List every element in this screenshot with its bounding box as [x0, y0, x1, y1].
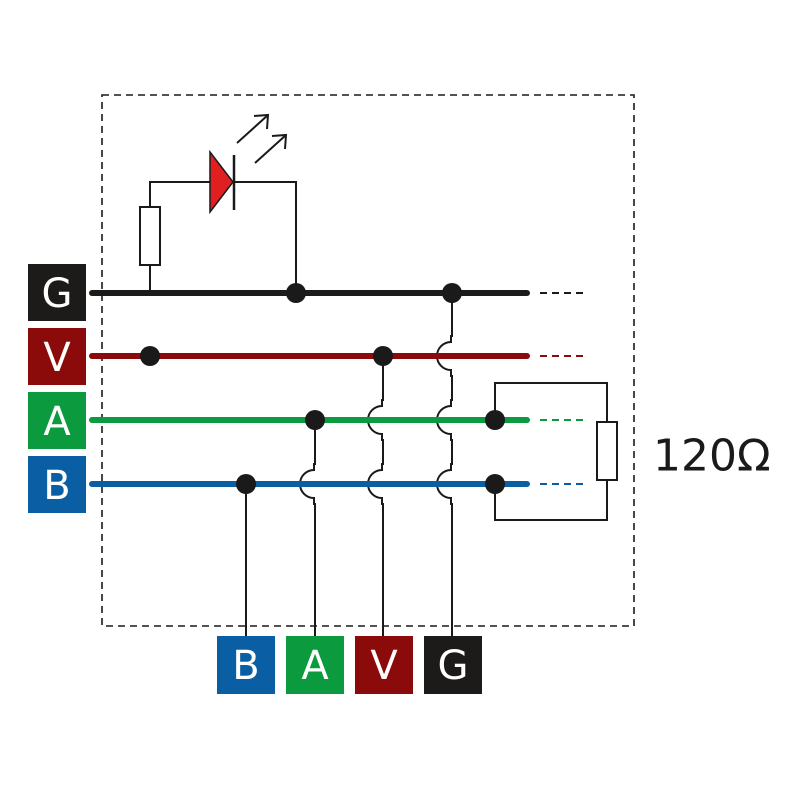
- tap-wire-G: [436, 293, 453, 636]
- terminal-label: G: [438, 643, 469, 689]
- junction-dot: [286, 283, 306, 303]
- left-terminal-B: B: [28, 456, 86, 513]
- tap-wire-A: [299, 420, 316, 636]
- junction-dot: [485, 410, 505, 430]
- terminal-label: B: [43, 463, 70, 509]
- led-circuit: [139, 113, 297, 293]
- terminal-label: V: [370, 643, 398, 689]
- light-emission-arrows-icon: [236, 113, 288, 164]
- left-terminal-V: V: [28, 328, 86, 385]
- tap-wire-V: [367, 356, 384, 636]
- left-terminal-G: G: [28, 264, 86, 321]
- junction-dot: [373, 346, 393, 366]
- light-emitting-diode-icon: [209, 149, 234, 215]
- terminal-label: A: [301, 643, 329, 689]
- junction-dot: [485, 474, 505, 494]
- junction-dot: [442, 283, 462, 303]
- enclosure-boundary: [101, 94, 635, 627]
- termination-resistance-label: 120Ω: [653, 431, 771, 482]
- bottom-terminal-G: G: [424, 636, 482, 694]
- termination-network: [494, 382, 618, 521]
- led-series-resistor: [139, 206, 161, 266]
- led-wire-return: [233, 181, 297, 293]
- left-terminal-A: A: [28, 392, 86, 449]
- terminal-label: V: [43, 335, 71, 381]
- junction-dot: [140, 346, 160, 366]
- termination-resistor: [596, 421, 618, 481]
- junction-dot: [305, 410, 325, 430]
- terminal-label: B: [232, 643, 259, 689]
- terminal-label: A: [43, 399, 71, 445]
- terminal-label: G: [42, 271, 73, 317]
- vertical-taps: [245, 293, 453, 636]
- bottom-terminal-V: V: [355, 636, 413, 694]
- bottom-terminal-A: A: [286, 636, 344, 694]
- junction-dot: [236, 474, 256, 494]
- bottom-terminal-B: B: [217, 636, 275, 694]
